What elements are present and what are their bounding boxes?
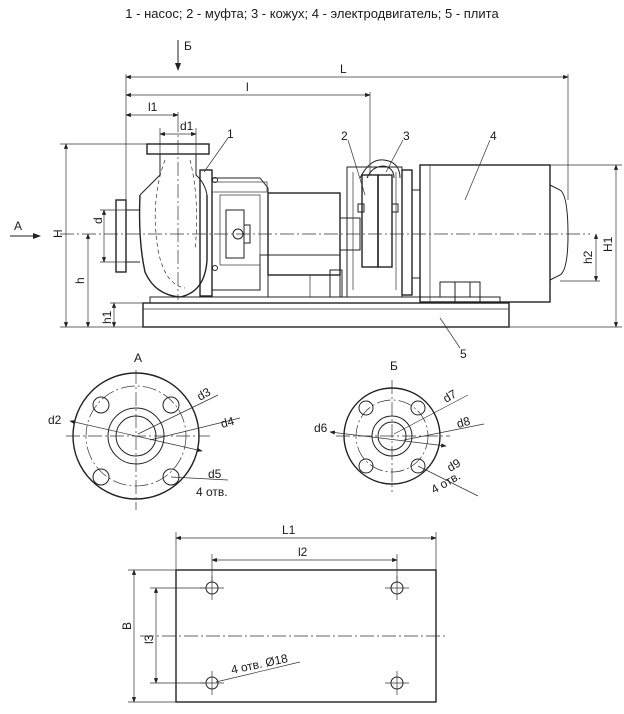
label-L1: L1 [282, 523, 296, 537]
callout-guard: 3 [403, 129, 410, 143]
dim-H: H [51, 229, 65, 238]
label-d8: d8 [455, 414, 472, 431]
label-d7: d7 [441, 387, 460, 406]
dim-l1: l1 [148, 100, 158, 114]
plate-holes: 4 отв. Ø18 [230, 651, 290, 677]
label-B: B [120, 622, 134, 630]
flange-view-a: А d2 d3 d4 d5 4 отв. [48, 351, 241, 510]
label-l3: l3 [142, 634, 156, 644]
label-l2: l2 [298, 545, 308, 559]
label-d5: d5 [208, 467, 222, 481]
dim-d: d [91, 217, 105, 224]
dim-H1: H1 [601, 236, 615, 252]
callout-coupling: 2 [341, 129, 348, 143]
view-a-title: А [134, 351, 142, 365]
view-b-holes: 4 отв. [429, 469, 463, 497]
callout-motor: 4 [490, 129, 497, 143]
legend-caption: 1 - насос; 2 - муфта; 3 - кожух; 4 - эле… [125, 6, 499, 21]
label-d2: d2 [48, 413, 62, 427]
callout-pump: 1 [227, 127, 234, 141]
callout-plate: 5 [460, 347, 467, 361]
label-d9: d9 [445, 456, 464, 475]
electric-motor [419, 164, 569, 304]
coupling-guard [346, 159, 421, 298]
dim-L: L [340, 62, 347, 76]
dim-h2: h2 [581, 250, 595, 264]
view-a-marker: А [14, 219, 22, 233]
view-a-holes: 4 отв. [196, 485, 228, 499]
view-b-title: Б [390, 359, 398, 373]
side-view: Б А L l l1 d1 d H h [10, 39, 622, 361]
flange-view-b: Б d6 d7 d8 d9 4 отв. [314, 359, 485, 497]
dim-d1: d1 [180, 119, 194, 133]
label-d4: d4 [219, 414, 236, 431]
view-b-marker: Б [184, 39, 192, 53]
dim-l: l [246, 80, 249, 94]
label-d3: d3 [195, 385, 214, 404]
label-d6: d6 [314, 421, 328, 435]
plate-top-view: L1 l2 B l3 4 отв. Ø18 [120, 523, 445, 703]
pump [115, 143, 361, 298]
dim-h1: h1 [100, 310, 114, 324]
dim-h: h [73, 277, 87, 284]
